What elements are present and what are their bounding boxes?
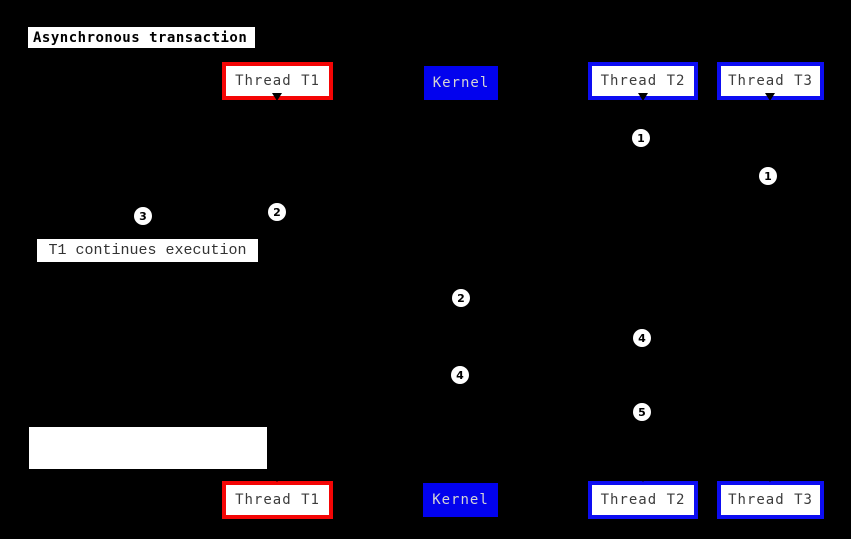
lifeline-notch-t3	[765, 93, 775, 101]
step-marker-5-t2: 5	[633, 403, 651, 421]
lifeline-arrowhead-t3	[764, 474, 776, 482]
lifeline-arrowhead-t1	[271, 474, 283, 482]
step-marker-4-kernel: 4	[451, 366, 469, 384]
step-marker-3: 3	[134, 207, 152, 225]
lifeline-arrowhead-t2	[637, 474, 649, 482]
step-marker-1-t3: 1	[759, 167, 777, 185]
actor-kernel-top: Kernel	[424, 66, 498, 100]
step-marker-4-t2: 4	[633, 329, 651, 347]
step-marker-2-kernel: 2	[452, 289, 470, 307]
lifeline-notch-t2	[638, 93, 648, 101]
actor-thread-t2-bottom: Thread T2	[588, 481, 698, 519]
step-marker-1-t2: 1	[632, 129, 650, 147]
actor-thread-t1-bottom: Thread T1	[222, 481, 333, 519]
diagram-title: Asynchronous transaction	[28, 27, 255, 48]
step-marker-2-t1: 2	[268, 203, 286, 221]
empty-label-box	[29, 427, 267, 469]
actor-thread-t3-bottom: Thread T3	[717, 481, 824, 519]
note-t1-continues: T1 continues execution	[37, 239, 258, 262]
lifeline-notch-t1	[272, 93, 282, 101]
actor-kernel-bottom: Kernel	[423, 483, 498, 517]
